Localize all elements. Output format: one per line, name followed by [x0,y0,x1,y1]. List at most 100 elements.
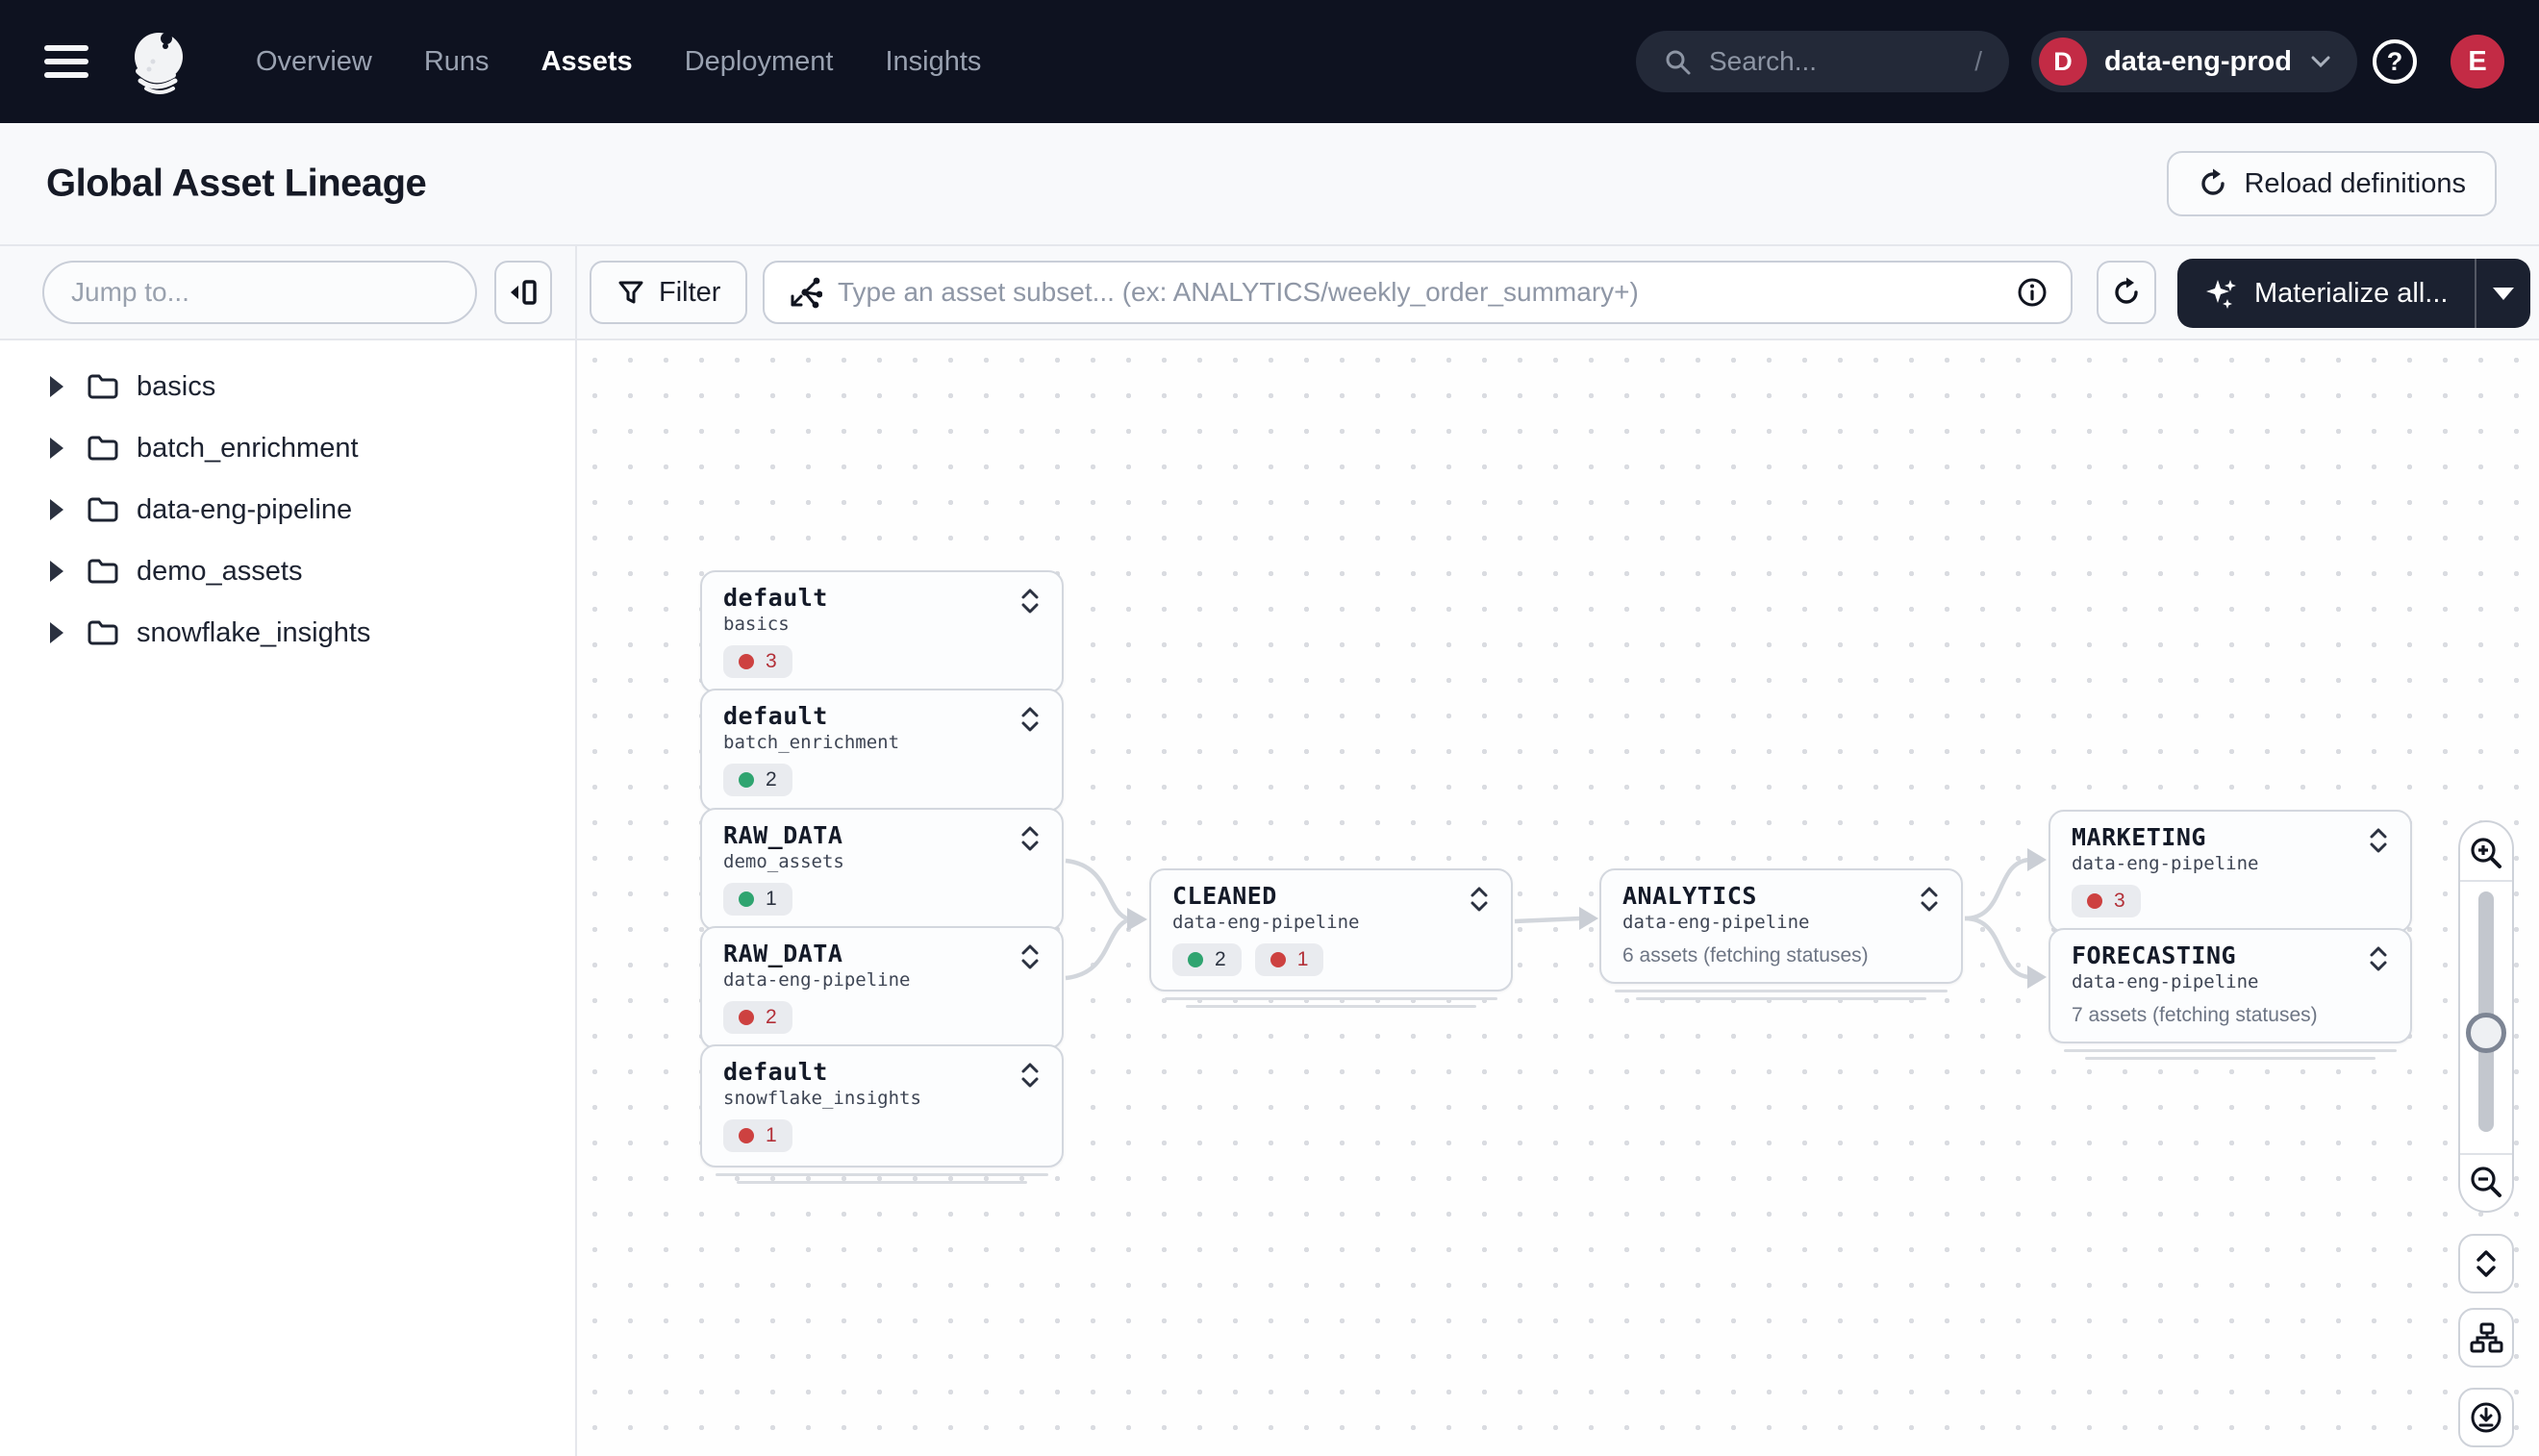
sidebar-item-demo-assets[interactable]: demo_assets [0,540,575,602]
materialize-all-button[interactable]: Materialize all... [2177,259,2475,328]
status-badge: 2 [1172,943,1242,976]
zoom-slider-handle[interactable] [2466,1013,2506,1053]
relayout-graph-button[interactable] [2458,1308,2514,1368]
unfold-icon[interactable] [1019,825,1041,852]
group-label: basics [137,370,216,402]
folder-icon [88,374,118,399]
info-icon[interactable] [2017,277,2048,308]
unfold-icon[interactable] [1019,706,1041,733]
asset-groups-sidebar: basics batch_enrichment data-eng-pipelin… [0,340,575,1456]
chevron-down-icon [2311,56,2330,68]
expand-collapse-all-button[interactable] [2458,1234,2514,1293]
stacked-assets-line [1165,997,1497,1000]
asset-group-node-forecasting[interactable]: FORECASTING data-eng-pipeline 7 assets (… [2049,928,2412,1060]
caret-right-icon[interactable] [50,561,63,582]
jump-to-input[interactable] [42,261,477,324]
status-dot-icon [1270,952,1286,967]
deployment-switcher[interactable]: D data-eng-prod [2031,31,2357,92]
node-subtitle: demo_assets [723,851,844,872]
unfold-icon[interactable] [1019,588,1041,615]
materialize-options-button[interactable] [2476,259,2530,328]
hamburger-menu-icon[interactable] [44,45,88,78]
caret-down-icon [2493,287,2515,300]
sidebar-item-snowflake-insights[interactable]: snowflake_insights [0,602,575,664]
asset-group-node-default-snowflake-insights[interactable]: default snowflake_insights 1 [700,1044,1064,1184]
asset-group-node-marketing[interactable]: MARKETING data-eng-pipeline 3 [2049,810,2412,949]
sidebar-item-data-eng-pipeline[interactable]: data-eng-pipeline [0,479,575,540]
deployment-badge: D [2039,38,2087,86]
primary-nav: Overview Runs Assets Deployment Insights [256,46,981,78]
asset-group-node-default-basics[interactable]: default basics 3 [700,570,1064,710]
nav-item-insights[interactable]: Insights [885,45,982,77]
caret-right-icon[interactable] [50,499,63,520]
reload-definitions-button[interactable]: Reload definitions [2167,151,2497,216]
nav-item-assets[interactable]: Assets [540,45,633,77]
reload-icon [2201,168,2225,195]
folder-icon [88,497,118,522]
status-dot-icon [1188,952,1203,967]
zoom-slider-track[interactable] [2478,891,2494,1132]
status-dot-icon [739,891,754,907]
lineage-toolbar: Filter [0,246,2539,340]
stacked-assets-line [2064,1049,2397,1052]
filter-funnel-icon [618,281,643,304]
stacked-assets-line [1636,997,1926,1000]
selection-syntax-icon [791,277,822,309]
node-title: RAW_DATA [723,821,843,849]
unfold-icon[interactable] [1019,943,1041,970]
help-icon[interactable]: ? [2370,37,2420,87]
asset-group-node-raw-data-pipeline[interactable]: RAW_DATA data-eng-pipeline 2 [700,926,1064,1066]
refresh-icon [2115,277,2138,304]
user-avatar[interactable]: E [2451,35,2504,88]
dagster-logo-icon[interactable] [121,25,194,98]
sidebar-item-basics[interactable]: basics [0,356,575,417]
zoom-in-icon[interactable] [2467,834,2505,872]
divider [2460,1153,2512,1155]
node-subtitle: data-eng-pipeline [2072,853,2259,874]
asset-group-node-cleaned[interactable]: CLEANED data-eng-pipeline 2 1 [1149,868,1513,1008]
stacked-assets-line [1186,1005,1476,1008]
unfold-icon[interactable] [1919,886,1940,913]
asset-group-node-analytics[interactable]: ANALYTICS data-eng-pipeline 6 assets (fe… [1599,868,1963,1000]
search-placeholder: Search... [1709,46,1818,76]
status-badge: 1 [1254,943,1324,976]
caret-right-icon[interactable] [50,622,63,643]
nav-item-deployment[interactable]: Deployment [684,45,834,77]
node-subtitle: batch_enrichment [723,732,900,753]
sidebar-item-batch-enrichment[interactable]: batch_enrichment [0,417,575,479]
asset-group-node-default-batch-enrichment[interactable]: default batch_enrichment 2 [700,689,1064,828]
filter-label: Filter [659,276,721,308]
download-image-button[interactable] [2458,1388,2514,1447]
stacked-assets-line [737,1181,1027,1184]
search-shortcut-hint: / [1974,46,1982,76]
zoom-out-icon[interactable] [2467,1163,2505,1201]
stacked-assets-line [716,1173,1048,1176]
asset-subset-input[interactable] [838,277,2001,308]
unfold-icon[interactable] [2368,945,2389,972]
group-label: batch_enrichment [137,432,359,464]
asset-group-node-raw-data-demo-assets[interactable]: RAW_DATA demo_assets 1 [700,808,1064,947]
unfold-icon[interactable] [2368,827,2389,854]
nav-item-overview[interactable]: Overview [256,45,372,77]
divider [2460,880,2512,882]
hierarchy-icon [2470,1322,2503,1353]
unfold-icon[interactable] [1469,886,1490,913]
filter-button[interactable]: Filter [590,261,748,324]
global-search-input[interactable]: Search... / [1636,31,2009,92]
group-label: demo_assets [137,555,303,587]
caret-right-icon[interactable] [50,376,63,397]
node-title: default [723,702,828,730]
unfold-all-icon [2476,1250,2496,1277]
group-label: snowflake_insights [137,616,371,648]
status-badge: 1 [723,1119,792,1152]
materialize-all-split-button: Materialize all... [2177,259,2531,328]
refresh-graph-button[interactable] [2097,261,2156,324]
unfold-icon[interactable] [1019,1062,1041,1089]
page-title: Global Asset Lineage [46,162,427,205]
folder-icon [88,559,118,584]
status-badge: 1 [723,883,792,916]
collapse-sidebar-button[interactable] [494,261,552,324]
stacked-assets-line [2085,1057,2376,1060]
caret-right-icon[interactable] [50,438,63,459]
nav-item-runs[interactable]: Runs [423,45,490,77]
